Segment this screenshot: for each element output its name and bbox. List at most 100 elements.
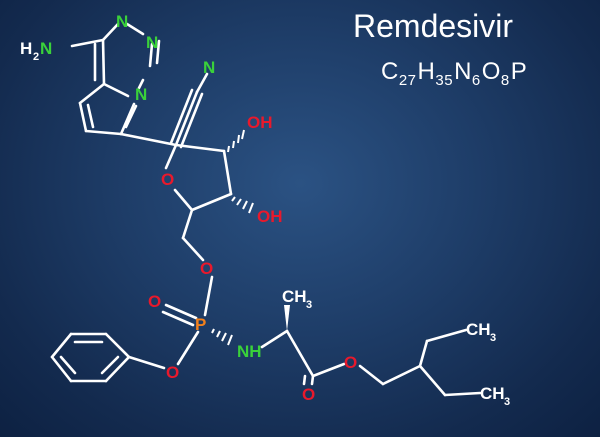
bond xyxy=(164,303,198,320)
hash-line xyxy=(227,334,233,346)
bond xyxy=(425,328,468,343)
formula-subscript: 35 xyxy=(435,72,454,89)
bond xyxy=(190,192,233,212)
atom-ester-o: O xyxy=(344,353,357,372)
compound-name: Remdesivir xyxy=(353,8,514,44)
bond xyxy=(161,310,195,327)
bond xyxy=(148,42,154,68)
atom-amine-h: H xyxy=(20,39,32,58)
bond xyxy=(59,355,77,375)
solid-wedge-methyl xyxy=(284,305,290,331)
bond xyxy=(124,104,138,129)
bond xyxy=(179,92,204,149)
hash-line xyxy=(231,196,236,202)
bond xyxy=(260,329,289,349)
bond xyxy=(222,149,233,196)
formula-element: N xyxy=(454,58,472,85)
atom-phosphorus: P xyxy=(195,315,206,334)
atom-oh-lower: OH xyxy=(257,207,283,226)
hash-line xyxy=(221,332,227,342)
bond xyxy=(101,38,106,86)
bond xyxy=(418,339,429,368)
bond xyxy=(104,355,131,383)
atom-nitrile-n: N xyxy=(203,58,215,77)
bond xyxy=(443,391,482,397)
atom-amine-sub: 2 xyxy=(33,51,39,63)
bond xyxy=(102,82,130,98)
bond xyxy=(358,364,385,386)
molecular-formula: C27H35N6O8P xyxy=(381,58,527,89)
bond xyxy=(418,364,447,397)
hash-line xyxy=(211,328,215,334)
bond xyxy=(50,332,73,359)
atom-oh-upper: OH xyxy=(247,113,273,132)
atom-p-oxo-o: O xyxy=(148,292,161,311)
bond xyxy=(310,374,315,386)
bond xyxy=(137,78,145,90)
formula-element: H xyxy=(417,58,436,85)
formula-element: C xyxy=(381,58,399,85)
hash-line xyxy=(237,134,240,144)
hash-line xyxy=(236,198,242,206)
hashed-wedge-oh-upper xyxy=(227,129,245,153)
atom-labels: N N N N H 2 N OH OH O O O P O NH CH 3 O … xyxy=(20,12,510,408)
bond xyxy=(101,22,120,42)
stereo-bonds xyxy=(211,129,290,346)
bond xyxy=(169,88,194,145)
atom-ethyl-bottom: CH xyxy=(480,384,505,403)
atom-ethyl-top: CH xyxy=(466,320,491,339)
hash-line xyxy=(241,129,245,140)
hashed-wedge-nh xyxy=(211,328,233,346)
atom-ethyl-top-sub: 3 xyxy=(490,332,496,344)
atom-carbonyl-o: O xyxy=(302,385,315,404)
formula-element: P xyxy=(510,58,528,85)
hash-line xyxy=(242,200,248,210)
bond xyxy=(119,132,178,147)
bond xyxy=(381,364,422,386)
hash-line xyxy=(232,140,235,149)
bond xyxy=(181,236,205,262)
bond xyxy=(127,355,166,370)
hash-line xyxy=(216,330,221,338)
bond xyxy=(195,72,209,94)
bond xyxy=(70,38,105,48)
atom-methyl-top: CH xyxy=(282,287,307,306)
bond xyxy=(155,39,161,65)
atom-ring-o: O xyxy=(161,170,174,189)
formula-subscript: 27 xyxy=(398,72,417,89)
hash-line xyxy=(227,145,230,153)
bond xyxy=(100,355,120,375)
hashed-wedge-oh-lower xyxy=(231,196,254,214)
bond xyxy=(86,103,95,129)
atom-methyl-top-sub: 3 xyxy=(306,299,312,311)
bond-lines xyxy=(50,22,482,397)
bond xyxy=(84,129,123,136)
atom-amine-n: N xyxy=(40,39,52,58)
atom-phenoxy-o: O xyxy=(166,363,179,382)
formula-element: O xyxy=(481,58,501,85)
atom-n-top: N xyxy=(116,12,128,31)
bond xyxy=(78,101,88,133)
bond xyxy=(174,143,226,153)
bond xyxy=(164,143,178,170)
bond xyxy=(125,22,145,36)
atom-link-o: O xyxy=(200,259,213,278)
atom-n-ring-right: N xyxy=(146,33,158,52)
bond xyxy=(78,82,106,105)
bond xyxy=(203,275,214,317)
formula-subscript: 8 xyxy=(500,72,510,89)
bond xyxy=(311,362,346,378)
bond xyxy=(104,332,131,359)
formula-subscript: 6 xyxy=(471,72,481,89)
bond xyxy=(173,188,194,212)
bond xyxy=(176,330,200,366)
hash-line xyxy=(248,202,254,214)
bond xyxy=(285,329,315,378)
bond xyxy=(119,102,136,136)
bond xyxy=(50,355,73,383)
atom-nh: NH xyxy=(237,342,262,361)
bond xyxy=(302,374,307,386)
bond xyxy=(181,208,194,240)
